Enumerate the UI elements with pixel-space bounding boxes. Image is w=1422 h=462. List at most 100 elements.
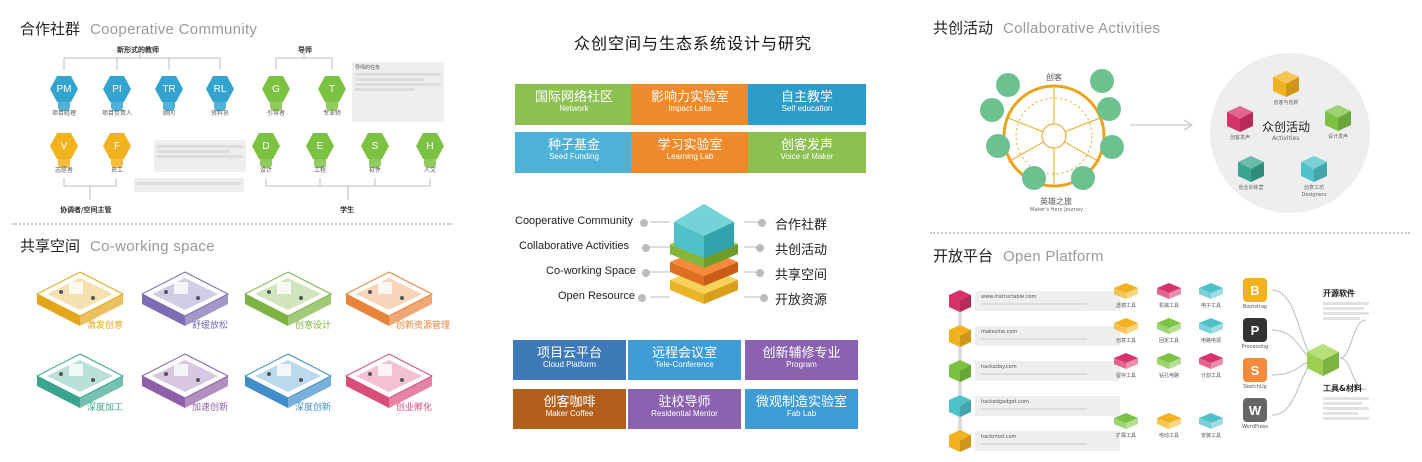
activity-cube — [1300, 155, 1328, 183]
open-source-software-box: 开源软件 — [1323, 288, 1369, 338]
hex-label: 项目经理 — [51, 110, 76, 117]
site-url[interactable]: makezine.com — [981, 329, 1018, 335]
site-entry[interactable]: hackmod.com — [975, 431, 1120, 451]
tool-label: 留存工具 — [1115, 373, 1136, 379]
students-header: 学生 — [340, 206, 354, 214]
site-cube — [948, 359, 972, 383]
hex-label: 专业师 — [322, 110, 341, 117]
site-cube — [948, 394, 972, 418]
stack-illustration — [670, 204, 738, 304]
program-tile-title: 项目云平台 — [536, 346, 602, 361]
program-tile-subtitle: Learning Lab — [666, 152, 714, 161]
program-tile-title: 微观制造实验室 — [755, 395, 847, 410]
tool-label: 分割工具 — [1200, 373, 1221, 379]
activity-cube — [1272, 70, 1300, 98]
layer-label-en: Open Resource — [558, 290, 636, 302]
hex-stem — [314, 158, 326, 168]
coworking-space-illustration — [35, 350, 125, 410]
tools-materials-title: 工具&材料 — [1323, 384, 1362, 393]
hex-label: 项目负责人 — [101, 110, 132, 117]
hex-stem — [58, 158, 70, 168]
tool-label: 机械工具 — [1158, 303, 1179, 309]
coworking-space-label: 深度加工 — [87, 403, 124, 413]
open-platform-hub — [1307, 344, 1339, 376]
right-divider — [930, 232, 1410, 234]
community-title-zh: 合作社群 — [20, 20, 81, 38]
coworking-space-illustration — [243, 268, 333, 328]
activities-title-en: Collaborative Activities — [1003, 20, 1161, 37]
site-url[interactable]: www.instructable.com — [981, 294, 1037, 300]
tool-label: 钻孔电路 — [1158, 373, 1179, 379]
layer-label-en: Collaborative Activities — [519, 240, 630, 252]
journey-node — [996, 73, 1020, 97]
journey-label-zh: 英雄之旅 — [1040, 197, 1072, 206]
program-tile-title: 创新辅修专业 — [762, 346, 841, 361]
software-label: Processing — [1241, 344, 1269, 350]
program-tile-title: 影响力实验室 — [650, 90, 729, 105]
activities-arrow — [1130, 119, 1193, 131]
open-platform-title-zh: 开放平台 — [933, 247, 994, 265]
activities-title-zh: 共创活动 — [933, 19, 994, 37]
open-source-software-title: 开源软件 — [1323, 289, 1355, 298]
hex-stem — [58, 101, 70, 111]
hex-node-tr: TR — [155, 76, 183, 102]
activities-center-zh: 众创活动 — [1262, 120, 1311, 134]
layer-label-zh: 开放资源 — [775, 293, 828, 308]
site-entry[interactable]: hackaday.com — [975, 361, 1120, 381]
hex-stem — [163, 101, 175, 111]
community-note-3 — [134, 178, 244, 192]
tool-icon — [1198, 317, 1224, 335]
hex-stem — [369, 158, 381, 168]
layer-dot — [638, 294, 646, 302]
software-icon[interactable]: B — [1243, 278, 1267, 302]
tool-icon — [1198, 282, 1224, 300]
layer-connectors — [650, 221, 760, 298]
tool-label: 电子工具 — [1200, 303, 1221, 309]
software-icon[interactable]: P — [1243, 318, 1267, 342]
tool-label: 电路电源 — [1200, 338, 1221, 344]
program-tile-subtitle: Maker Coffee — [545, 409, 594, 418]
tools-materials-box: 工具&材料 — [1323, 383, 1369, 443]
coworking-space-label: 创意设计 — [295, 321, 332, 331]
site-url[interactable]: hackmod.com — [981, 434, 1017, 440]
hex-node-rl: RL — [206, 76, 234, 102]
software-icon[interactable]: W — [1243, 398, 1267, 422]
site-url[interactable]: hackaday.com — [981, 364, 1017, 370]
hex-label: 引导者 — [266, 110, 285, 117]
program-tile-subtitle: Fab Lab — [786, 409, 817, 418]
hex-stem — [326, 101, 338, 111]
program-tile-title: 学习实验室 — [657, 138, 723, 153]
hex-label: 资料员 — [210, 110, 229, 117]
hex-label: 志愿者 — [54, 167, 73, 174]
site-url[interactable]: hackedgadget.com — [981, 399, 1029, 405]
mentor-task-note-title: 导师的任务 — [355, 65, 381, 71]
hex-stem — [111, 101, 123, 111]
site-entry[interactable]: makezine.com — [975, 326, 1120, 346]
hex-label: 顾问 — [162, 110, 175, 117]
program-tile-subtitle: Residential Mentor — [651, 409, 718, 418]
tool-icon — [1156, 412, 1182, 430]
tool-icon — [1113, 352, 1139, 370]
software-icon-letter: P — [1250, 322, 1260, 338]
coworking-title-zh: 共享空间 — [20, 237, 81, 255]
site-entry[interactable]: hackedgadget.com — [975, 396, 1120, 416]
hex-stem — [214, 101, 226, 111]
site-entry[interactable]: www.instructable.com — [975, 291, 1120, 311]
tool-label: 安装工具 — [1200, 433, 1221, 439]
layer-dot — [756, 244, 764, 252]
layer-label-zh: 共享空间 — [775, 268, 828, 283]
community-note-2 — [154, 140, 246, 172]
software-icon[interactable]: S — [1243, 358, 1267, 382]
coworking-space-label: 创新资源管理 — [396, 321, 451, 331]
activities-center-en: Activities — [1272, 135, 1300, 142]
coworking-space-illustration — [35, 268, 125, 328]
program-tile-subtitle: Impact Labs — [668, 104, 712, 113]
program-tile-title: 创客发声 — [780, 138, 833, 153]
layer-dot — [642, 269, 650, 277]
coworking-space-illustration — [140, 268, 230, 328]
community-title-en: Cooperative Community — [90, 21, 258, 38]
